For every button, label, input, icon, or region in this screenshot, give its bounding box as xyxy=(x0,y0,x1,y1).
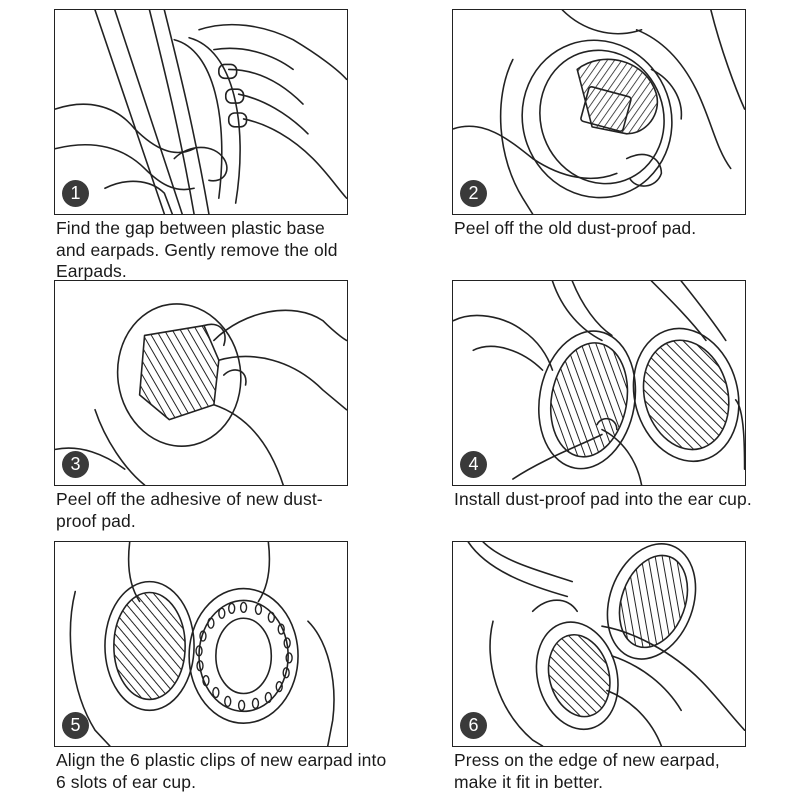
step-badge: 5 xyxy=(62,712,89,739)
step-4-illustration: 4 xyxy=(452,280,746,486)
step-1-illustration: 1 xyxy=(54,9,348,215)
step-badge: 3 xyxy=(62,451,89,478)
align-clips-drawing xyxy=(55,542,347,746)
step-badge: 6 xyxy=(460,712,487,739)
step-3-illustration: 3 xyxy=(54,280,348,486)
hand-remove-earpad-drawing xyxy=(55,10,347,214)
install-pad-drawing xyxy=(453,281,745,485)
step-badge: 2 xyxy=(460,180,487,207)
step-badge: 4 xyxy=(460,451,487,478)
step-2-caption: Peel off the old dust-proof pad. xyxy=(454,218,784,240)
step-5-illustration: 5 xyxy=(54,541,348,747)
peel-old-pad-drawing xyxy=(453,10,745,214)
step-1-caption: Find the gap between plastic base and ea… xyxy=(56,218,356,283)
step-3-caption: Peel off the adhesive of new dust-proof … xyxy=(56,489,346,532)
step-badge: 1 xyxy=(62,180,89,207)
step-5-caption: Align the 6 plastic clips of new earpad … xyxy=(56,750,396,793)
step-2-illustration: 2 xyxy=(452,9,746,215)
peel-adhesive-drawing xyxy=(55,281,347,485)
press-earpad-drawing xyxy=(453,542,745,746)
step-6-illustration: 6 xyxy=(452,541,746,747)
step-6-caption: Press on the edge of new earpad, make it… xyxy=(454,750,764,793)
step-4-caption: Install dust-proof pad into the ear cup. xyxy=(454,489,754,511)
